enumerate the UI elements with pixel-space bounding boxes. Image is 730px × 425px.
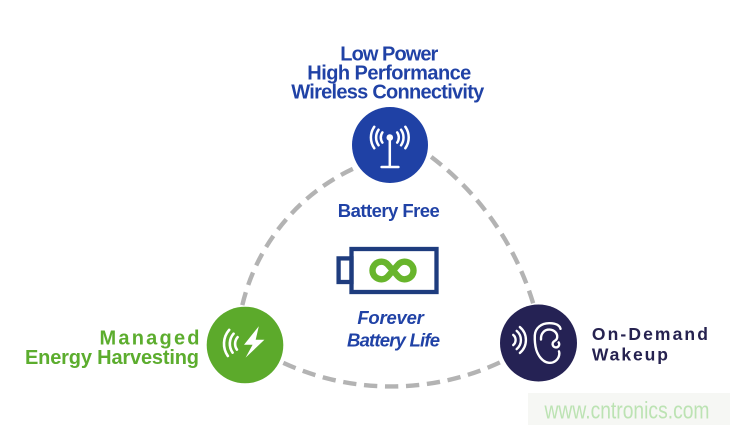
svg-text:Managed: Managed — [100, 328, 200, 350]
svg-text:Energy Harvesting: Energy Harvesting — [25, 347, 199, 369]
svg-text:www.cntronics.com: www.cntronics.com — [544, 397, 710, 424]
svg-text:On-Demand: On-Demand — [592, 324, 708, 344]
svg-text:High Performance: High Performance — [307, 63, 471, 85]
svg-text:Forever: Forever — [357, 307, 425, 328]
svg-text:Wireless Connectivity: Wireless Connectivity — [291, 81, 485, 103]
svg-text:Battery Life: Battery Life — [347, 330, 440, 351]
svg-text:Low Power: Low Power — [340, 43, 438, 65]
svg-text:Battery Free: Battery Free — [338, 200, 440, 221]
svg-text:Wakeup: Wakeup — [592, 344, 668, 364]
